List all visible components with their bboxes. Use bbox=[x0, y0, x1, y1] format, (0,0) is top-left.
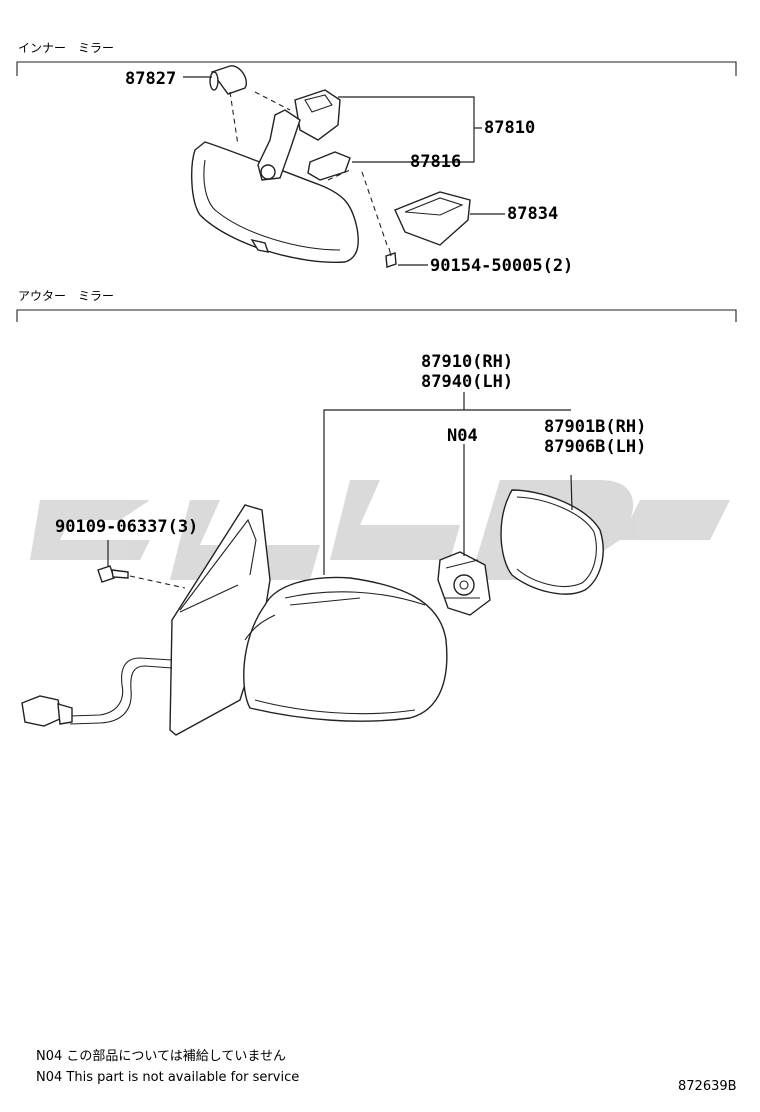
mirror-actuator bbox=[437, 551, 491, 616]
stay-cover bbox=[307, 151, 351, 181]
part-number-87940-lh[interactable]: 87940(LH) bbox=[421, 372, 513, 392]
part-number-90109-06337[interactable]: 90109-06337(3) bbox=[55, 517, 198, 537]
part-number-87810[interactable]: 87810 bbox=[484, 118, 535, 138]
part-number-87906b-lh[interactable]: 87906B(LH) bbox=[544, 437, 646, 457]
part-number-87827[interactable]: 87827 bbox=[125, 69, 176, 89]
part-number-87910-rh[interactable]: 87910(RH) bbox=[421, 352, 513, 372]
inner-section-bracket bbox=[16, 61, 737, 76]
screw-90154 bbox=[385, 247, 397, 268]
part-number-90154-50005[interactable]: 90154-50005(2) bbox=[430, 256, 573, 276]
illustration-code: 872639B bbox=[678, 1079, 737, 1094]
outer-section-bracket bbox=[16, 309, 737, 322]
mirror-housing bbox=[243, 576, 448, 722]
bolt-90109 bbox=[97, 565, 129, 583]
part-number-87834[interactable]: 87834 bbox=[507, 204, 558, 224]
outer-mirror-section: アウター ミラー bbox=[16, 289, 737, 736]
cap bbox=[209, 65, 247, 95]
note-code-n04[interactable]: N04 bbox=[447, 426, 478, 446]
note-japanese: N04 この部品については補給していません bbox=[36, 1049, 286, 1064]
lower-cover bbox=[394, 191, 471, 246]
note-english: N04 This part is not available for servi… bbox=[36, 1070, 299, 1085]
mirror-glass bbox=[500, 489, 604, 595]
inner-section-title: インナー ミラー bbox=[18, 41, 114, 55]
part-number-87816[interactable]: 87816 bbox=[410, 152, 461, 172]
inner-mirror-section: インナー ミラー bbox=[16, 41, 737, 276]
mirror-stay bbox=[257, 89, 341, 181]
part-number-87901b-rh[interactable]: 87901B(RH) bbox=[544, 417, 646, 437]
outer-section-title: アウター ミラー bbox=[18, 289, 114, 303]
wire-harness bbox=[21, 657, 173, 727]
